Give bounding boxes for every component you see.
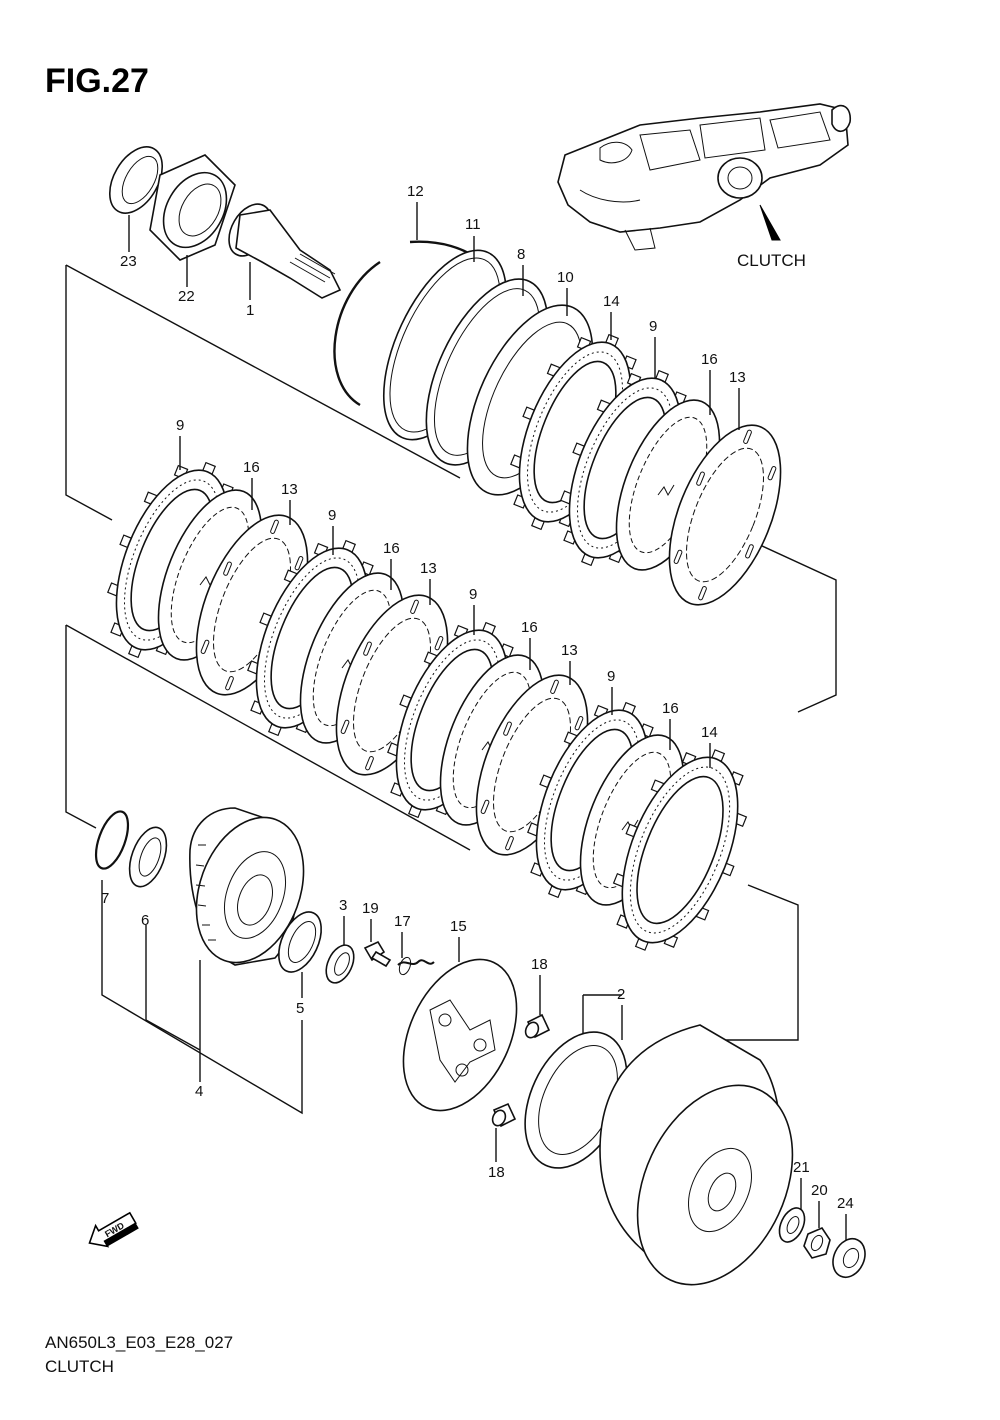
callout-7: 7 bbox=[101, 890, 109, 907]
nut-20 bbox=[803, 1227, 831, 1259]
callout-17: 17 bbox=[394, 913, 411, 930]
clutch-pointer-arrow bbox=[759, 204, 781, 241]
driven-plate-13-top bbox=[668, 424, 782, 606]
callout-13-row2b: 13 bbox=[420, 560, 437, 577]
callout-21: 21 bbox=[793, 1159, 810, 1176]
callout-24: 24 bbox=[837, 1195, 854, 1212]
bearing-24 bbox=[832, 1237, 866, 1279]
callout-6: 6 bbox=[141, 912, 149, 929]
callout-23: 23 bbox=[120, 253, 137, 270]
callout-15: 15 bbox=[450, 918, 467, 935]
callout-16-row2b: 16 bbox=[383, 540, 400, 557]
callout-9-row2d: 9 bbox=[607, 668, 615, 685]
callout-12: 12 bbox=[407, 183, 424, 200]
callout-9-row2a: 9 bbox=[176, 417, 184, 434]
callout-19: 19 bbox=[362, 900, 379, 917]
spacer-3 bbox=[325, 944, 355, 984]
spring-17 bbox=[397, 956, 435, 976]
callout-10: 10 bbox=[557, 269, 574, 286]
fwd-arrow-icon: FWD bbox=[88, 1211, 139, 1248]
callout-18-lower: 18 bbox=[488, 1164, 505, 1181]
callout-13-row2c: 13 bbox=[561, 642, 578, 659]
callout-5: 5 bbox=[296, 1000, 304, 1017]
diagram-caption: CLUTCH bbox=[45, 1357, 114, 1376]
callout-4: 4 bbox=[195, 1083, 203, 1100]
roller-18-upper bbox=[524, 1013, 551, 1039]
callout-14-top: 14 bbox=[603, 293, 620, 310]
washer-21 bbox=[778, 1207, 806, 1243]
friction-plate-14-bottom bbox=[612, 749, 748, 951]
shaft-1 bbox=[228, 203, 342, 299]
callout-13-row2a: 13 bbox=[281, 481, 298, 498]
callout-11: 11 bbox=[465, 216, 481, 233]
clutch-plate-stack bbox=[107, 333, 782, 951]
clutch-drum bbox=[599, 1024, 794, 1286]
callout-9-row2c: 9 bbox=[469, 586, 477, 603]
inset-clutch-label: CLUTCH bbox=[737, 251, 806, 270]
callout-8: 8 bbox=[517, 246, 525, 263]
clutch-housing-4 bbox=[189, 807, 305, 966]
bolt-19 bbox=[363, 940, 392, 968]
callout-9-top: 9 bbox=[649, 318, 657, 335]
callout-16-row2a: 16 bbox=[243, 459, 260, 476]
callout-16-row2d: 16 bbox=[662, 700, 679, 717]
washer-5 bbox=[278, 911, 322, 973]
figure-title: FIG.27 bbox=[45, 62, 149, 100]
pressure-plate-15 bbox=[402, 958, 518, 1112]
callout-14-bottom: 14 bbox=[701, 724, 718, 741]
callout-20: 20 bbox=[811, 1182, 828, 1199]
callout-16-top: 16 bbox=[701, 351, 718, 368]
oil-seal-23 bbox=[108, 146, 164, 214]
roller-18-lower bbox=[491, 1102, 517, 1128]
callout-3: 3 bbox=[339, 897, 347, 914]
diagram-code: AN650L3_E03_E28_027 bbox=[45, 1333, 233, 1352]
callout-9-row2b: 9 bbox=[328, 507, 336, 524]
callout-1: 1 bbox=[246, 302, 254, 319]
callout-22: 22 bbox=[178, 288, 195, 305]
callout-13-top: 13 bbox=[729, 369, 746, 386]
bearing-6 bbox=[128, 826, 168, 888]
callout-18-upper: 18 bbox=[531, 956, 548, 973]
engine-inset-illustration bbox=[557, 103, 852, 251]
bearing-22 bbox=[149, 154, 236, 261]
circlip-7 bbox=[94, 810, 130, 870]
callout-16-row2c: 16 bbox=[521, 619, 538, 636]
